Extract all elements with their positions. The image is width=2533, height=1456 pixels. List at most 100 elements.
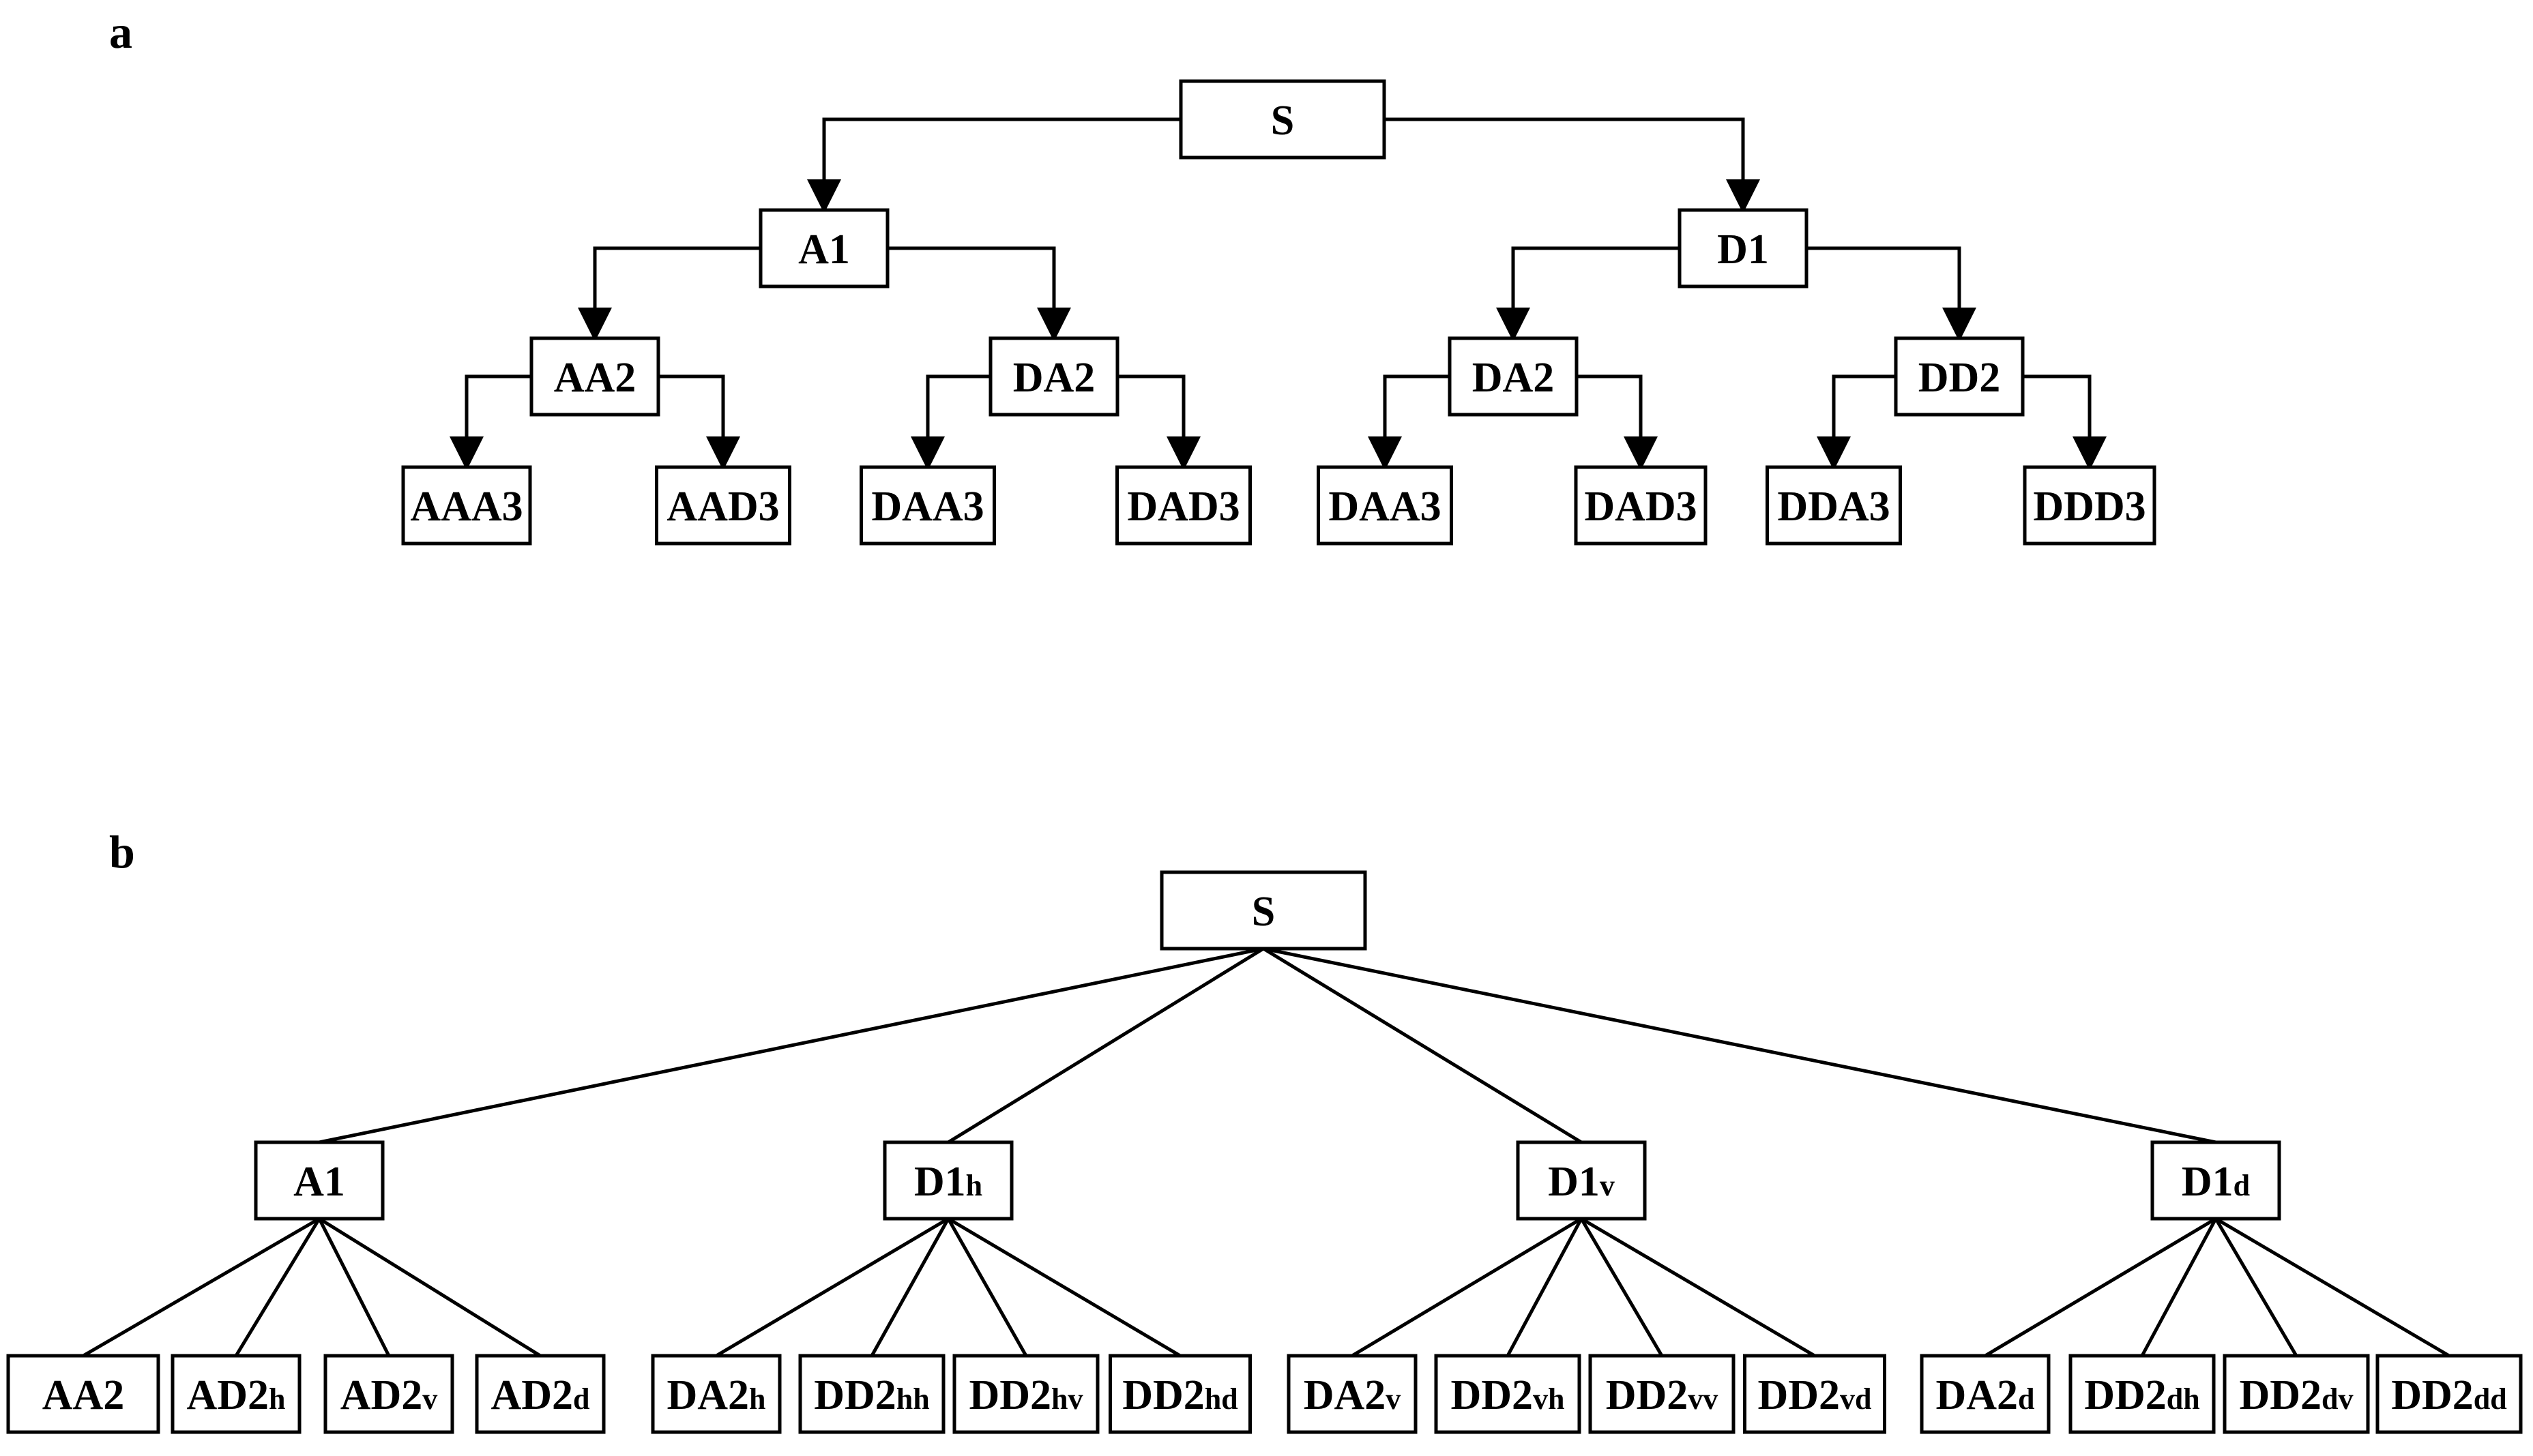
node-label: A1 xyxy=(798,226,850,273)
node-a-DDA3: DDA3 xyxy=(1766,465,1902,546)
node-box xyxy=(883,1140,1014,1221)
node-label-subscript: v xyxy=(422,1382,437,1416)
edge-a-S-to-a-A1 xyxy=(807,117,1181,213)
node-label-main: DD2 xyxy=(1757,1372,1840,1418)
node-label-subscript: h xyxy=(269,1382,285,1416)
node-box xyxy=(759,208,890,288)
node-box xyxy=(2223,1354,2370,1434)
node-label-main: DA2 xyxy=(1472,355,1555,401)
edge-b-D1v-to-b-DD2vh xyxy=(1506,1217,1583,1357)
node-label: DAA3 xyxy=(871,484,984,530)
node-label: S xyxy=(1271,98,1294,144)
edge-b-S-to-b-D1v xyxy=(1262,947,1583,1144)
edge-b-A1-to-b-AD2d xyxy=(318,1217,542,1358)
node-label: AD2h xyxy=(186,1372,285,1418)
node-box xyxy=(651,1354,782,1434)
node-box xyxy=(1448,336,1579,417)
node-label: DD2vd xyxy=(1757,1372,1871,1418)
node-label: A1 xyxy=(293,1159,345,1205)
node-label-subscript: d xyxy=(2018,1382,2034,1416)
node-label-subscript: hd xyxy=(1205,1382,1238,1416)
edge-b-D1h-to-b-DD2hd xyxy=(947,1217,1182,1358)
node-box xyxy=(475,1354,606,1434)
node-label: AA2 xyxy=(42,1372,125,1418)
node-box xyxy=(1179,79,1386,160)
node-b-DD2hv: DD2hv xyxy=(952,1354,1100,1434)
node-box xyxy=(2150,1140,2281,1221)
node-label: S xyxy=(1252,889,1275,935)
edge-a-AA2-to-a-AAA3 xyxy=(450,374,531,471)
edge-a-AA2-to-a-AAD3 xyxy=(658,374,740,471)
panel-b-label: b xyxy=(109,826,135,878)
node-label: AA2 xyxy=(554,355,636,401)
node-box xyxy=(655,465,791,546)
node-box xyxy=(1743,1354,1886,1434)
node-label: DA2v xyxy=(1304,1372,1401,1418)
node-box xyxy=(1115,465,1252,546)
node-b-DD2hh: DD2hh xyxy=(798,1354,946,1434)
node-b-DA2d: DA2d xyxy=(1920,1354,2051,1434)
edge-a-S-to-a-D1 xyxy=(1384,117,1760,213)
edge-b-D1v-to-b-DD2vd xyxy=(1580,1217,1816,1358)
node-box xyxy=(529,336,660,417)
node-label: DD2hd xyxy=(1122,1372,1238,1418)
node-label: DD2vv xyxy=(1606,1372,1718,1418)
node-box xyxy=(1516,1140,1647,1221)
node-box xyxy=(1588,1354,1736,1434)
node-a-DA2-right: DA2 xyxy=(1448,336,1579,417)
node-a-DAD3-1: DAD3 xyxy=(1115,465,1252,546)
edge-b-A1-to-b-AA2 xyxy=(82,1217,321,1358)
edge-a-D1-to-a-DA2-right xyxy=(1496,246,1680,342)
node-label-main: DD2 xyxy=(1918,355,2001,401)
node-b-AD2d: AD2d xyxy=(475,1354,606,1434)
node-label-main: AD2 xyxy=(186,1372,269,1418)
node-b-D1v: D1v xyxy=(1516,1140,1647,1221)
node-box xyxy=(1574,465,1708,546)
node-box xyxy=(1109,1354,1252,1434)
node-label-subscript: hh xyxy=(896,1382,930,1416)
node-label: AD2d xyxy=(491,1372,589,1418)
node-label-main: DD2 xyxy=(1606,1372,1688,1418)
node-box xyxy=(952,1354,1100,1434)
node-label: DAA3 xyxy=(1328,484,1441,530)
edge-b-A1-to-b-AD2h xyxy=(234,1217,321,1357)
edge-b-A1-to-b-AD2v xyxy=(317,1217,391,1357)
edges-layer xyxy=(82,117,2450,1358)
node-label-main: DDD3 xyxy=(2033,484,2146,530)
node-box xyxy=(1766,465,1902,546)
node-label: DD2vh xyxy=(1450,1372,1564,1418)
node-a-S: S xyxy=(1179,79,1386,160)
node-b-D1d: D1d xyxy=(2150,1140,2281,1221)
node-b-DD2dv: DD2dv xyxy=(2223,1354,2370,1434)
node-label: DAD3 xyxy=(1584,484,1697,530)
node-label-subscript: vd xyxy=(1840,1382,1871,1416)
node-label-main: DD2 xyxy=(969,1372,1051,1418)
node-label-main: AD2 xyxy=(340,1372,423,1418)
node-box xyxy=(1317,465,1453,546)
edge-b-D1h-to-b-DD2hv xyxy=(946,1217,1028,1357)
node-label: DAD3 xyxy=(1127,484,1240,530)
edge-b-D1h-to-b-DA2h xyxy=(715,1217,950,1358)
node-label: D1d xyxy=(2182,1159,2250,1205)
node-b-DA2h: DA2h xyxy=(651,1354,782,1434)
node-box xyxy=(1160,870,1367,951)
node-label-subscript: dv xyxy=(2322,1382,2353,1416)
node-label: DA2 xyxy=(1472,355,1555,401)
node-box xyxy=(171,1354,302,1434)
node-label-main: AAA3 xyxy=(410,484,523,530)
node-box xyxy=(1894,336,2025,417)
node-box xyxy=(254,1140,385,1221)
node-label-subscript: vh xyxy=(1533,1382,1564,1416)
node-label-main: D1 xyxy=(1548,1159,1600,1205)
node-b-DD2vh: DD2vh xyxy=(1434,1354,1581,1434)
edge-b-S-to-b-A1 xyxy=(319,947,1264,1144)
node-b-S: S xyxy=(1160,870,1367,951)
node-box xyxy=(1678,208,1809,288)
edge-b-D1d-to-b-DD2dv xyxy=(2214,1217,2298,1357)
node-label: DA2d xyxy=(1935,1372,2034,1418)
node-label-main: AA2 xyxy=(554,355,636,401)
node-box xyxy=(1434,1354,1581,1434)
node-b-AA2: AA2 xyxy=(6,1354,160,1434)
edge-b-S-to-b-D1d xyxy=(1263,947,2216,1144)
